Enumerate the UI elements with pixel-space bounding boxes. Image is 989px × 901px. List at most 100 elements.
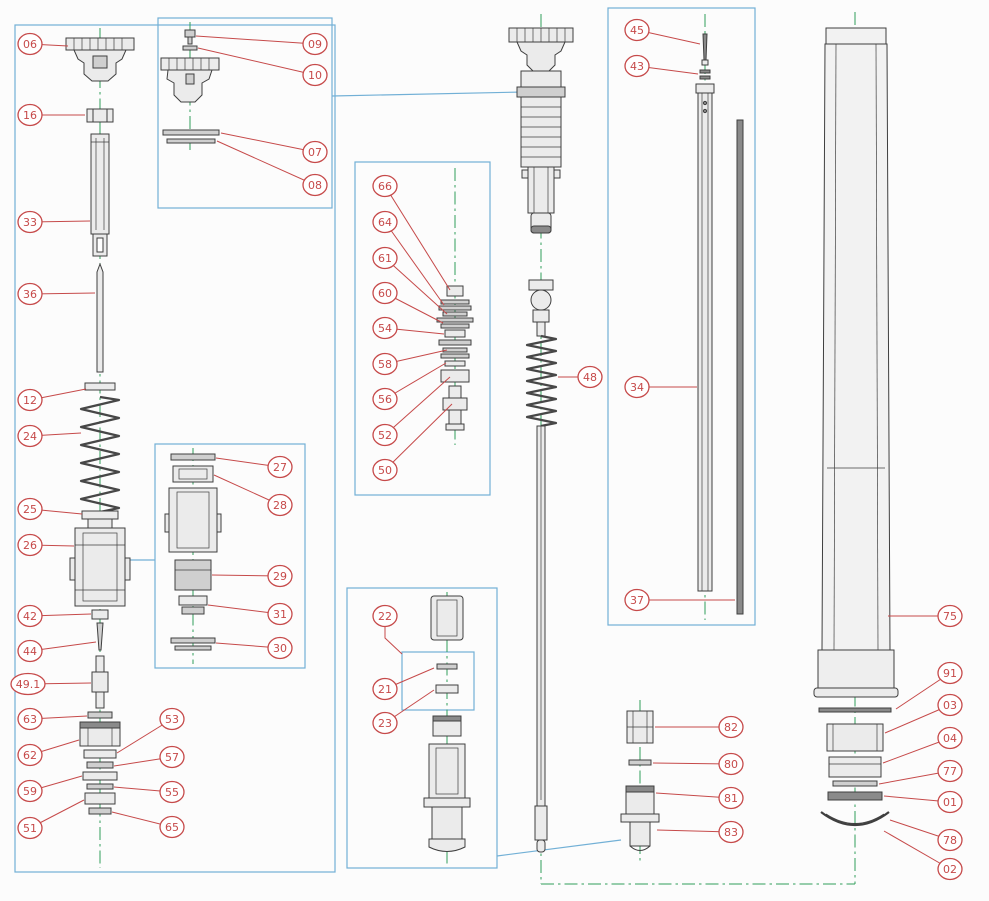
svg-text:04: 04 (943, 732, 957, 745)
part-label-12[interactable]: 12 (17, 388, 43, 412)
frame-rod-inset (607, 7, 756, 626)
part-spring-24 (79, 395, 121, 514)
part-label-80[interactable]: 80 (718, 752, 744, 776)
part-label-56[interactable]: 56 (372, 387, 398, 411)
part-label-36[interactable]: 36 (17, 282, 43, 306)
part-label-24[interactable]: 24 (17, 424, 43, 448)
svg-text:63: 63 (23, 713, 37, 726)
part-label-57[interactable]: 57 (159, 745, 185, 769)
svg-text:10: 10 (308, 69, 322, 82)
part-label-43[interactable]: 43 (624, 54, 650, 78)
leader-line-80 (652, 762, 732, 765)
svg-text:45: 45 (630, 24, 644, 37)
svg-text:49.1: 49.1 (16, 678, 41, 691)
part-label-59[interactable]: 59 (17, 779, 43, 803)
part-washer-80 (628, 759, 652, 766)
part-label-60[interactable]: 60 (372, 281, 398, 305)
part-label-77[interactable]: 77 (937, 759, 963, 783)
part-washer-25 (81, 510, 119, 520)
frame-link-cap (331, 91, 525, 97)
part-label-65[interactable]: 65 (159, 815, 185, 839)
svg-text:64: 64 (378, 216, 392, 229)
svg-text:34: 34 (630, 381, 644, 394)
part-label-83[interactable]: 83 (718, 820, 744, 844)
part-label-64[interactable]: 64 (372, 210, 398, 234)
part-label-82[interactable]: 82 (718, 715, 744, 739)
leader-line-50 (384, 403, 453, 471)
part-spring-guide (528, 279, 554, 337)
part-label-91[interactable]: 91 (937, 661, 963, 685)
part-label-28[interactable]: 28 (267, 493, 293, 517)
part-label-51[interactable]: 51 (17, 816, 43, 840)
part-label-54[interactable]: 54 (372, 316, 398, 340)
part-label-49.1[interactable]: 49.1 (10, 672, 46, 696)
part-label-75[interactable]: 75 (937, 604, 963, 628)
part-label-58[interactable]: 58 (372, 352, 398, 376)
part-label-55[interactable]: 55 (159, 780, 185, 804)
part-label-02[interactable]: 02 (937, 857, 963, 881)
part-label-34[interactable]: 34 (624, 375, 650, 399)
part-spring-48 (525, 334, 558, 428)
part-label-62[interactable]: 62 (17, 743, 43, 767)
part-cartridge-26 (69, 518, 131, 607)
part-seal-head-62 (79, 721, 121, 747)
part-label-06[interactable]: 06 (17, 32, 43, 56)
svg-text:22: 22 (378, 610, 392, 623)
part-label-27[interactable]: 27 (267, 455, 293, 479)
part-label-10[interactable]: 10 (302, 63, 328, 87)
part-label-37[interactable]: 37 (624, 588, 650, 612)
part-bushing-82 (626, 710, 654, 744)
part-cap-detail (160, 57, 220, 103)
part-label-21[interactable]: 21 (372, 677, 398, 701)
part-washer-12 (84, 382, 116, 391)
part-label-23[interactable]: 23 (372, 711, 398, 735)
part-label-44[interactable]: 44 (17, 639, 43, 663)
part-label-33[interactable]: 33 (17, 210, 43, 234)
part-label-61[interactable]: 61 (372, 246, 398, 270)
svg-text:02: 02 (943, 863, 957, 876)
part-oring-10 (182, 45, 198, 51)
svg-text:62: 62 (23, 749, 37, 762)
frame-base-inset (346, 587, 498, 869)
part-piston-29 (174, 559, 212, 591)
part-label-07[interactable]: 07 (302, 140, 328, 164)
part-label-25[interactable]: 25 (17, 497, 43, 521)
part-label-81[interactable]: 81 (718, 786, 744, 810)
part-base-body (423, 743, 471, 852)
part-label-50[interactable]: 50 (372, 458, 398, 482)
part-ring-02 (825, 813, 885, 824)
svg-text:91: 91 (943, 667, 957, 680)
part-label-08[interactable]: 08 (302, 173, 328, 197)
part-label-22[interactable]: 22 (372, 604, 398, 628)
part-label-26[interactable]: 26 (17, 533, 43, 557)
part-label-78[interactable]: 78 (937, 828, 963, 852)
svg-text:03: 03 (943, 699, 957, 712)
part-washer-27 (170, 453, 216, 461)
part-label-01[interactable]: 01 (937, 790, 963, 814)
part-cartridge-tube-34 (695, 83, 715, 592)
svg-text:57: 57 (165, 751, 179, 764)
part-label-04[interactable]: 04 (937, 726, 963, 750)
part-label-16[interactable]: 16 (17, 103, 43, 127)
part-label-52[interactable]: 52 (372, 423, 398, 447)
leader-line-09 (195, 35, 316, 45)
part-label-03[interactable]: 03 (937, 693, 963, 717)
part-label-29[interactable]: 29 (267, 564, 293, 588)
svg-text:59: 59 (23, 785, 37, 798)
labels-layer: 06 16 33 36 12 24 25 26 42 44 49.1 63 62 59 51 53 57 55 65… (10, 18, 963, 881)
part-label-63[interactable]: 63 (17, 707, 43, 731)
part-clips-43 (699, 69, 711, 80)
part-label-31[interactable]: 31 (267, 602, 293, 626)
part-label-42[interactable]: 42 (17, 604, 43, 628)
detail-frames (14, 7, 756, 873)
part-label-45[interactable]: 45 (624, 18, 650, 42)
part-label-53[interactable]: 53 (159, 707, 185, 731)
part-label-48[interactable]: 48 (577, 365, 603, 389)
part-washers-31 (178, 595, 208, 615)
frame-main-left (14, 24, 336, 873)
part-label-66[interactable]: 66 (372, 174, 398, 198)
part-label-09[interactable]: 09 (302, 32, 328, 56)
svg-text:24: 24 (23, 430, 37, 443)
part-label-30[interactable]: 30 (267, 636, 293, 660)
svg-text:48: 48 (583, 371, 597, 384)
